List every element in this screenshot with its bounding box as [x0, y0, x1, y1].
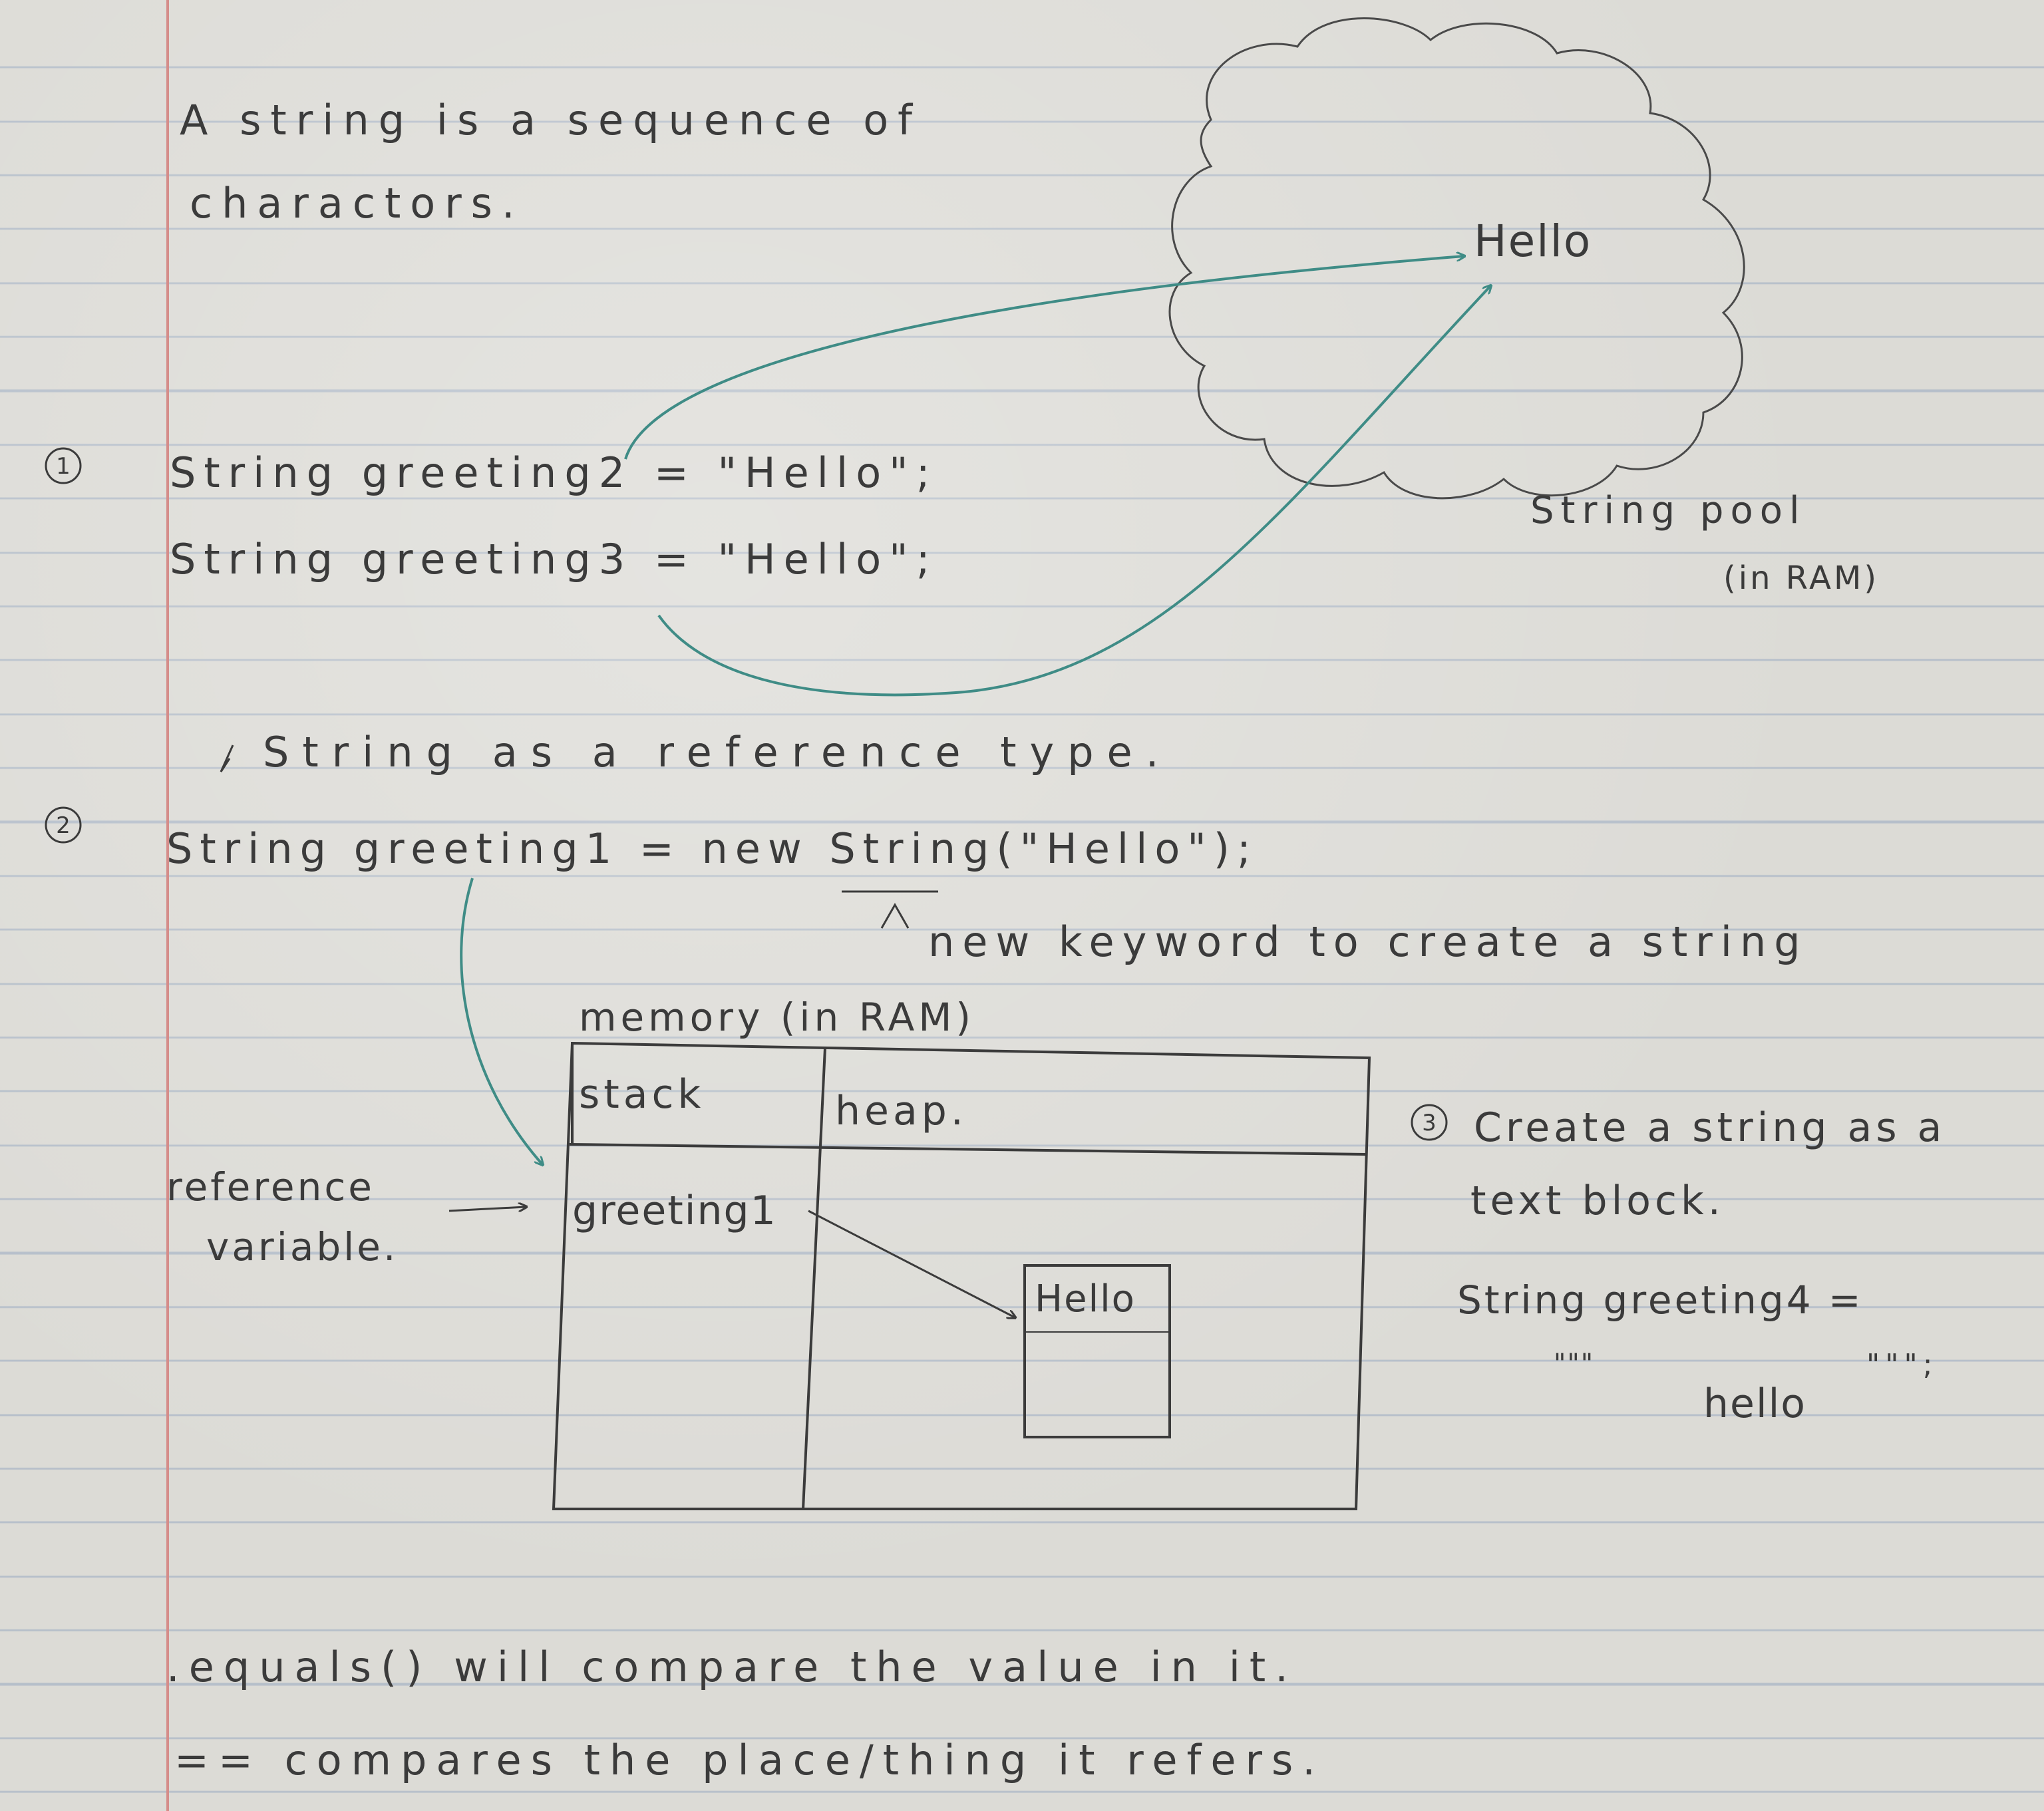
- intro-line-2: charactors.: [190, 179, 524, 228]
- margin-line: [166, 0, 169, 1811]
- note-double-equals: == compares the place/thing it refers.: [174, 1736, 1325, 1784]
- memory-table: [552, 1041, 1371, 1510]
- check-mark: [220, 744, 234, 772]
- arrow-icon: [657, 286, 1490, 697]
- section3-code-value: hello: [1703, 1381, 1806, 1427]
- heap-object-box: [1023, 1264, 1171, 1438]
- reference-label-line-2: variable.: [206, 1224, 399, 1269]
- svg-text:3: 3: [1422, 1110, 1437, 1136]
- section1-line-2: String greeting3 = "Hello";: [170, 535, 938, 583]
- pool-sublabel: (in RAM): [1723, 560, 1880, 597]
- stack-label: stack: [579, 1071, 705, 1118]
- circled-number-icon: [1411, 1104, 1448, 1141]
- section3-code-1: String greeting4 =: [1457, 1277, 1864, 1323]
- note-equals: .equals() will compare the value in it.: [166, 1643, 1297, 1691]
- pool-hello: Hello: [1474, 216, 1592, 267]
- section2-annotation: new keyword to create a string: [928, 917, 1808, 966]
- arrow-icon: [448, 1207, 526, 1211]
- circled-number-icon: [45, 806, 82, 844]
- reference-label-line-1: reference: [166, 1164, 375, 1210]
- section3-quotes-open: """: [1554, 1349, 1595, 1379]
- pool-label: String pool: [1530, 489, 1806, 532]
- arrow-icon: [808, 1210, 1015, 1317]
- intro-line-1: A string is a sequence of: [180, 96, 922, 144]
- section3-quotes-close: """;: [1866, 1348, 1938, 1382]
- heap-value: Hello: [1035, 1277, 1136, 1321]
- cloud-icon: [1168, 17, 1745, 500]
- section1-line-1: String greeting2 = "Hello";: [170, 448, 938, 497]
- section3-line-1: Create a string as a: [1474, 1104, 1946, 1151]
- stack-variable: greeting1: [572, 1188, 777, 1234]
- arrow-icon: [624, 256, 1464, 460]
- section2-code: String greeting1 = new String("Hello");: [166, 824, 1258, 873]
- memory-title: memory (in RAM): [579, 995, 975, 1040]
- section3-line-2: text block.: [1470, 1178, 1725, 1224]
- heap-label: heap.: [835, 1088, 967, 1134]
- section2-heading: String as a reference type.: [263, 728, 1172, 776]
- svg-text:2: 2: [56, 812, 71, 839]
- arrow-icon: [460, 878, 542, 1164]
- svg-text:1: 1: [56, 453, 71, 480]
- circled-number-icon: [45, 447, 82, 484]
- arrow-icon: [880, 902, 910, 929]
